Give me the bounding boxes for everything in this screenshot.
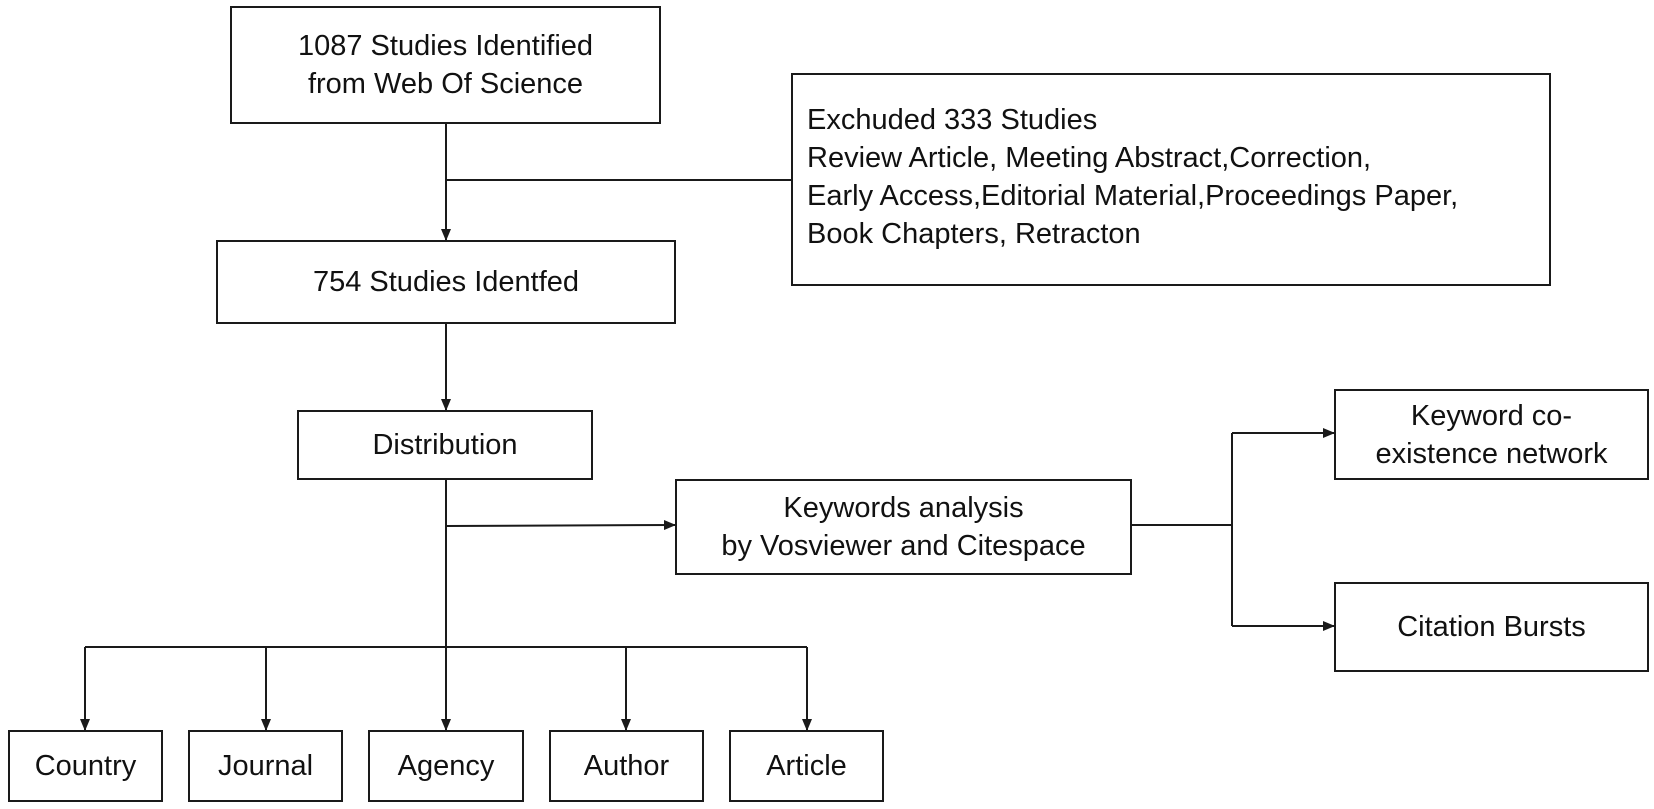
- article-label: Article: [766, 750, 847, 782]
- cooccurrence-line-2: existence network: [1375, 437, 1608, 470]
- identified-line-2: from Web Of Science: [307, 68, 584, 100]
- keywords-line-1: Keywords analysis: [783, 492, 1024, 524]
- excluded-box: Exchuded 333 Studies Review Article, Mee…: [791, 73, 1551, 286]
- excluded-line-2: Review Article, Meeting Abstract,Correct…: [807, 142, 1372, 174]
- cooccurrence-line-1: Keyword co-: [1410, 399, 1573, 432]
- bursts-box: Citation Bursts: [1334, 582, 1649, 672]
- excluded-line-1: Exchuded 333 Studies: [807, 104, 1098, 136]
- keywords-box: Keywords analysis by Vosviewer and Cites…: [675, 479, 1132, 575]
- journal-label: Journal: [217, 750, 314, 782]
- journal-box: Journal: [188, 730, 343, 802]
- excluded-line-4: Book Chapters, Retracton: [807, 218, 1141, 250]
- distribution-box: Distribution: [297, 410, 593, 480]
- distribution-label: Distribution: [372, 429, 518, 461]
- cooccurrence-box: Keyword co- existence network: [1334, 389, 1649, 480]
- bursts-label: Citation Bursts: [1397, 611, 1586, 643]
- agency-box: Agency: [368, 730, 524, 802]
- included-line-1: 754 Studies Identfed: [312, 266, 580, 298]
- author-box: Author: [549, 730, 704, 802]
- arrow-to-keywords: [445, 520, 676, 531]
- country-box: Country: [8, 730, 163, 802]
- author-label: Author: [583, 750, 670, 782]
- keywords-line-2: by Vosviewer and Citespace: [721, 530, 1086, 562]
- identified-line-1: 1087 Studies Identified: [297, 30, 594, 62]
- article-box: Article: [729, 730, 884, 802]
- excluded-line-3: Early Access,Editorial Material,Proceedi…: [807, 180, 1459, 212]
- identified-box: 1087 Studies Identified from Web Of Scie…: [230, 6, 661, 124]
- included-box: 754 Studies Identfed: [216, 240, 676, 324]
- agency-label: Agency: [397, 750, 495, 782]
- country-label: Country: [34, 750, 137, 782]
